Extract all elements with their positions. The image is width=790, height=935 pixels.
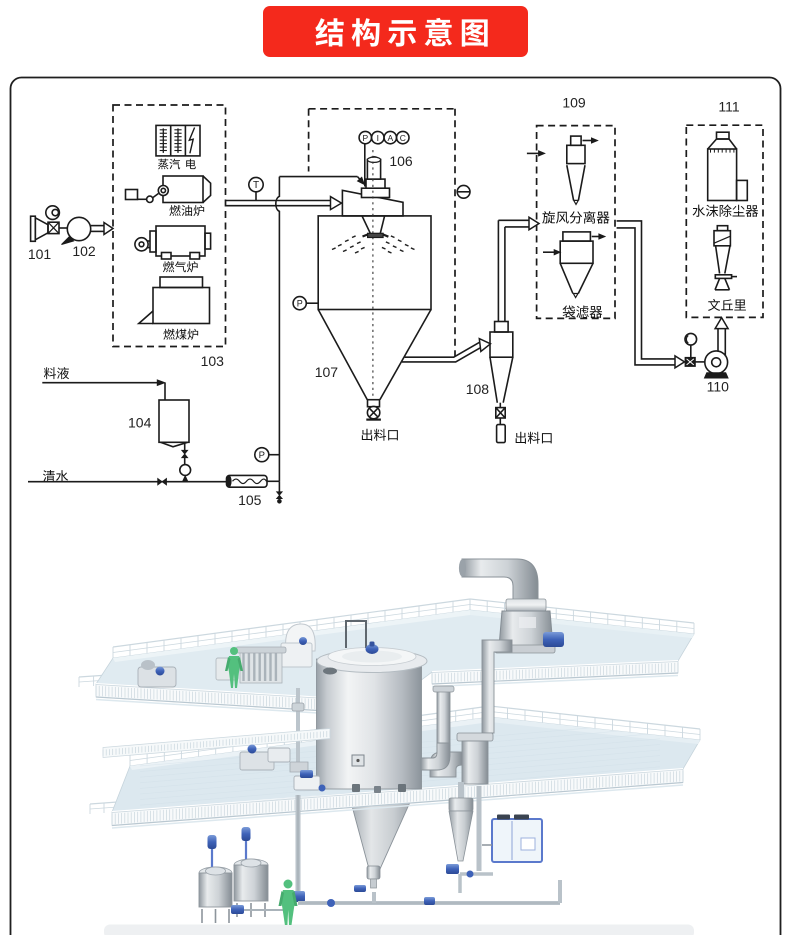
svg-text:103: 103 xyxy=(201,353,225,369)
svg-text:A: A xyxy=(387,133,393,143)
svg-text:110: 110 xyxy=(707,379,730,395)
svg-text:P: P xyxy=(259,450,265,461)
svg-text:P: P xyxy=(297,299,303,309)
svg-text:108: 108 xyxy=(466,381,490,397)
svg-text:102: 102 xyxy=(72,243,96,259)
svg-text:105: 105 xyxy=(238,492,262,508)
svg-text:101: 101 xyxy=(28,246,52,262)
svg-text:P: P xyxy=(362,133,368,143)
svg-text:109: 109 xyxy=(562,95,586,111)
svg-text:107: 107 xyxy=(315,364,339,380)
svg-text:106: 106 xyxy=(389,153,413,169)
svg-text:104: 104 xyxy=(128,415,152,431)
svg-text:C: C xyxy=(400,133,406,143)
svg-text:T: T xyxy=(253,180,259,191)
svg-text:I: I xyxy=(377,133,379,143)
svg-text:111: 111 xyxy=(718,99,739,115)
